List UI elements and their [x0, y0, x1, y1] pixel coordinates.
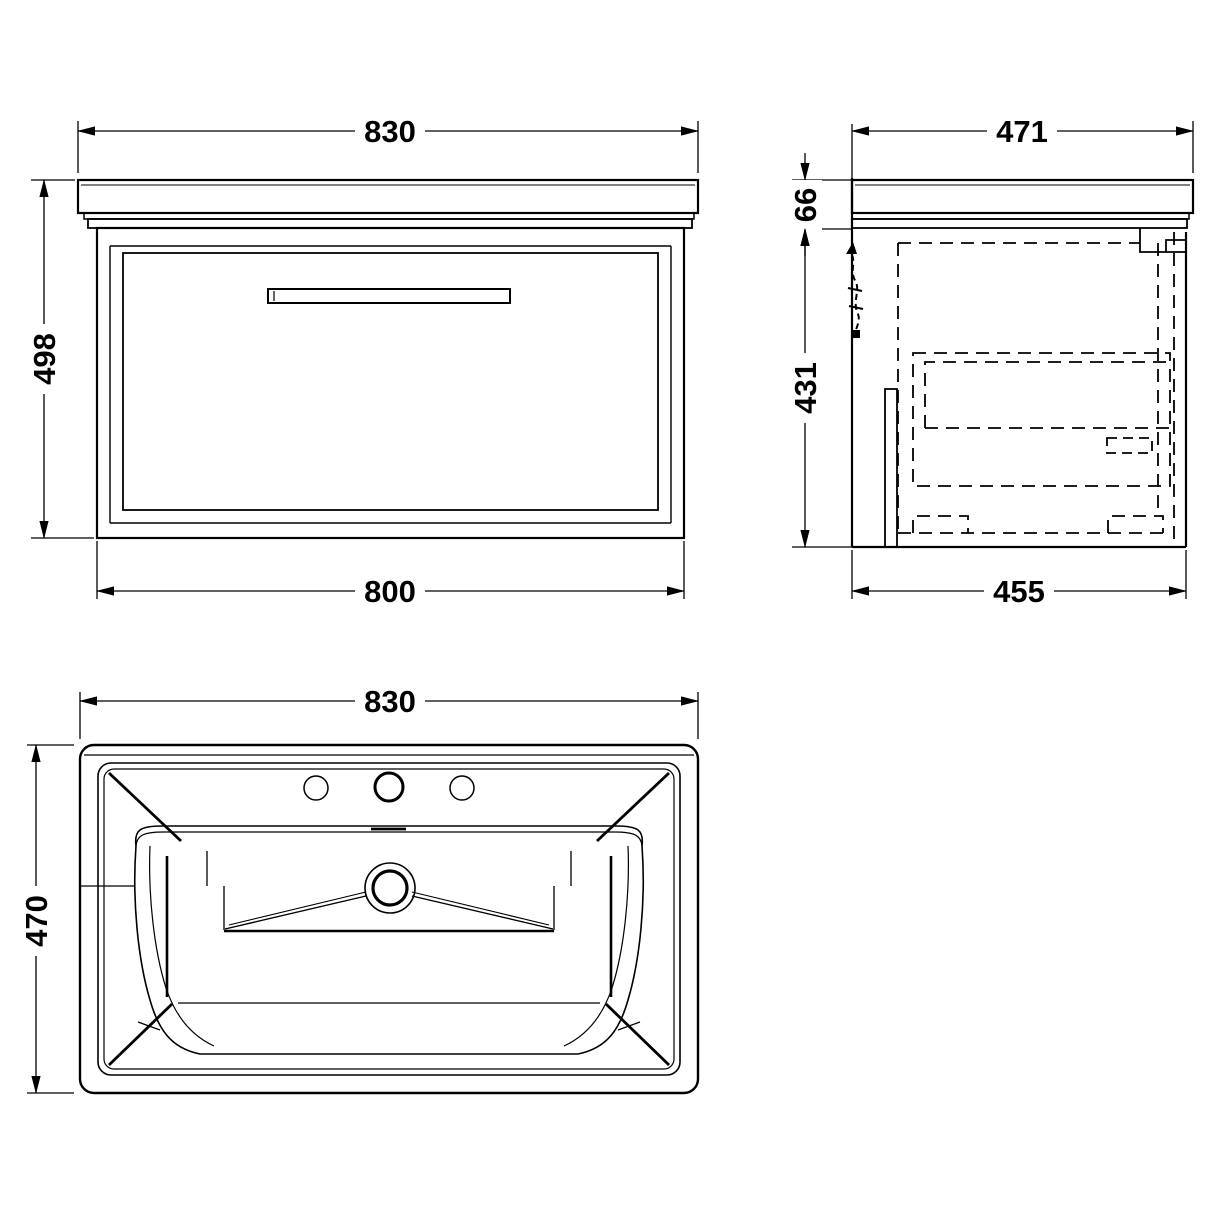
tap-hole-right [449, 775, 475, 801]
worktop-moulding [851, 218, 1188, 229]
foot-bracket-hidden [912, 515, 969, 533]
tap-holes [303, 771, 475, 803]
wall-fixing-bracket [846, 242, 864, 338]
drain-slope-line [411, 891, 550, 926]
tap-hole-left [303, 775, 329, 801]
hidden-drawer-lines [897, 232, 1175, 540]
label-mask [355, 684, 425, 718]
side-worktop-height-label: 66 [788, 188, 823, 222]
label-mask [788, 353, 822, 423]
basin-rim-inner [103, 768, 675, 1070]
tap-hole-center [373, 771, 405, 803]
drawer-handle [267, 288, 511, 304]
side-cabinet-height-label: 431 [788, 362, 823, 414]
basin-outline [78, 743, 700, 1095]
front-view: 830 498 [27, 114, 700, 609]
front-height-dimension: 498 [27, 179, 94, 539]
side-depth-label: 471 [996, 114, 1048, 149]
bracket-tick [848, 305, 864, 310]
plan-width-label: 830 [364, 684, 416, 719]
bracket-foot [851, 330, 860, 338]
drawer-box-hidden [912, 352, 1171, 487]
front-bottom-width-label: 800 [364, 574, 416, 609]
basin-rim-outer [97, 762, 681, 1076]
label-mask [27, 324, 61, 394]
plan-view: 830 470 [19, 684, 700, 1095]
front-bottom-width-dimension: 800 [96, 541, 685, 609]
plan-width-dimension: 830 [79, 684, 699, 739]
bowl-lip-outer [134, 825, 644, 847]
worktop-side [850, 178, 1195, 229]
basin-outer-edge [78, 743, 700, 1095]
label-mask [984, 574, 1054, 608]
bracket-squiggle [851, 254, 860, 334]
front-top-width-label: 830 [364, 114, 416, 149]
label-mask [355, 574, 425, 608]
side-worktop-height-dimension: 66 [788, 153, 852, 256]
bracket-arrow [846, 242, 857, 254]
sweep-cap [137, 1021, 161, 1031]
corner-slope-line [605, 1002, 670, 1067]
drawer-front-panel [122, 252, 659, 511]
drain-slope-line [411, 895, 554, 930]
bowl-sweep-inner [563, 845, 629, 1047]
waste-hole-inner [371, 869, 409, 907]
bowl-sweep-inner [149, 845, 215, 1047]
bracket-tick [847, 287, 863, 292]
plan-depth-label: 470 [19, 895, 54, 947]
runner-detail-hidden [1106, 437, 1153, 454]
bowl-lip-inner [135, 831, 643, 847]
side-depth-dimension: 471 [851, 114, 1194, 178]
label-mask [788, 180, 822, 230]
sweep-cap [617, 1021, 641, 1031]
side-cabinet-depth-label: 455 [993, 574, 1045, 609]
drain-slope-line [228, 891, 367, 926]
corner-slope-line [108, 771, 182, 843]
label-mask [19, 886, 53, 956]
front-top-width-dimension: 830 [77, 114, 699, 173]
cabinet-front [95, 226, 686, 540]
worktop-front [76, 178, 700, 229]
waste-hole-outer [364, 862, 416, 914]
basin-bowl [133, 825, 645, 1055]
side-cabinet-depth-dimension: 455 [851, 550, 1187, 609]
label-mask [355, 114, 425, 148]
worktop-moulding [87, 218, 693, 229]
corner-slope-line [596, 771, 670, 843]
drain-slope-line [224, 895, 367, 930]
plan-depth-dimension: 470 [19, 744, 74, 1094]
side-cabinet-height-dimension: 431 [788, 228, 852, 548]
drawer-inner-hidden [924, 361, 1170, 428]
side-view: 471 [788, 114, 1195, 609]
corner-slope-line [108, 1002, 173, 1067]
bowl-sweep-outer [133, 845, 645, 1055]
cabinet-side [846, 178, 1188, 549]
cabinet-outline [95, 226, 686, 540]
foot-bracket-hidden [1107, 515, 1164, 533]
top-rail-notch [1139, 228, 1186, 253]
hanging-rail [884, 388, 898, 548]
label-mask [987, 114, 1057, 148]
front-height-label: 498 [27, 333, 62, 385]
